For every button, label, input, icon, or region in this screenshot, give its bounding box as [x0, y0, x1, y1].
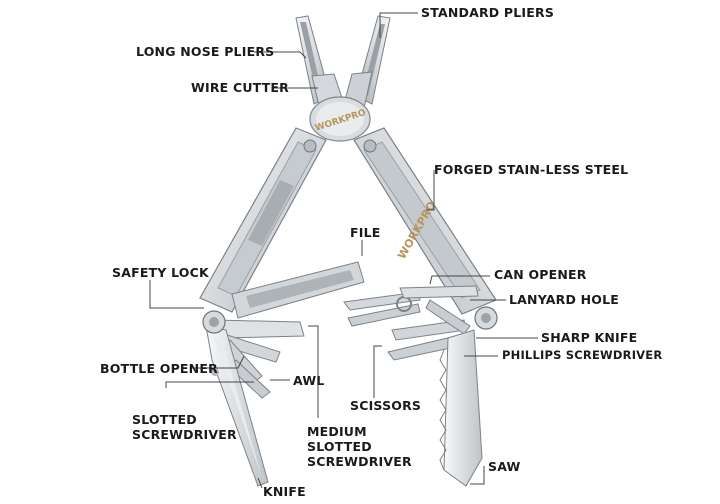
- label-can-opener: CAN OPENER: [494, 267, 587, 282]
- leader-safety-lock: [149, 280, 204, 309]
- leader-medium-slotted: [308, 325, 319, 418]
- label-saw: SAW: [488, 459, 521, 474]
- label-file: FILE: [350, 225, 381, 240]
- left-pivot: [202, 310, 226, 334]
- pivot-disc: WORKPRO: [309, 96, 371, 142]
- label-slotted-screwdriver: SLOTTED SCREWDRIVER: [132, 412, 237, 442]
- file-tool: [231, 261, 365, 319]
- leader-can-opener: [429, 275, 490, 285]
- leader-forged-steel: [426, 170, 435, 211]
- leader-saw: [470, 466, 485, 485]
- label-long-nose-pliers: LONG NOSE PLIERS: [136, 44, 275, 59]
- leader-bottle-opener: [192, 355, 245, 369]
- label-standard-pliers: STANDARD PLIERS: [421, 5, 555, 20]
- label-bottle-opener: BOTTLE OPENER: [100, 361, 218, 376]
- label-lanyard-hole: LANYARD HOLE: [509, 292, 619, 307]
- label-awl: AWL: [293, 373, 325, 388]
- right-pivot: [474, 306, 498, 330]
- leader-scissors: [373, 345, 382, 398]
- leader-standard-pliers: [379, 12, 418, 38]
- right-handle: WORKPRO: [353, 127, 497, 315]
- scissors-tool: [343, 291, 421, 327]
- label-wire-cutter: WIRE CUTTER: [191, 80, 289, 95]
- leader-knife: [257, 477, 263, 489]
- label-safety-lock: SAFETY LOCK: [112, 265, 209, 280]
- left-handle: [199, 127, 327, 313]
- leader-slotted: [165, 381, 254, 388]
- leader-lines: [149, 12, 538, 489]
- right-tool-fan: [387, 285, 479, 361]
- label-forged-steel: FORGED STAIN-LESS STEEL: [434, 162, 629, 177]
- label-sharp-knife: SHARP KNIFE: [541, 330, 638, 345]
- label-knife: KNIFE: [263, 484, 306, 499]
- leader-long-nose-pliers: [254, 51, 307, 59]
- saw-blade: [439, 329, 483, 487]
- label-phillips-screwdriver: PHILLIPS SCREWDRIVER: [502, 348, 663, 362]
- label-scissors: SCISSORS: [350, 398, 422, 413]
- label-medium-slotted-screwdriver: MEDIUM SLOTTED SCREWDRIVER: [307, 424, 412, 469]
